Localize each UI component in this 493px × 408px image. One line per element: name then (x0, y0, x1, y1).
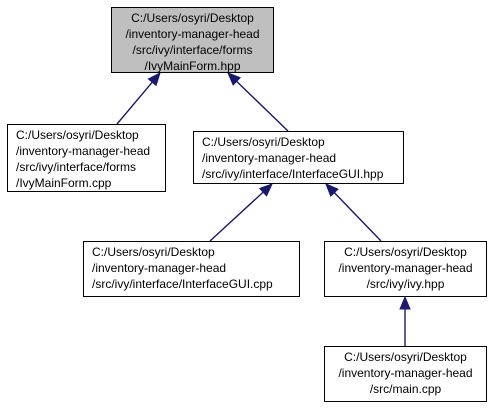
node-line: C:/Users/osyri/Desktop (92, 245, 215, 259)
node-line: /inventory-manager-head (125, 27, 260, 41)
node-line: C:/Users/osyri/Desktop (16, 128, 139, 142)
node-line: /src/main.cpp (369, 382, 442, 396)
node-ivy-hpp[interactable]: C:/Users/osyri/Desktop /inventory-manage… (324, 241, 487, 297)
node-ivymainform-hpp: C:/Users/osyri/Desktop /inventory-manage… (111, 7, 274, 73)
edge-ivymainform-cpp-to-ivymainform-hpp (116, 81, 153, 125)
node-line: C:/Users/osyri/Desktop (202, 135, 325, 149)
node-line: /src/ivy/interface/InterfaceGUI.cpp (92, 277, 273, 291)
node-line: C:/Users/osyri/Desktop (344, 350, 467, 364)
arrowhead-icon (147, 72, 161, 87)
node-line: /src/ivy/interface/forms (16, 160, 137, 174)
node-main-cpp[interactable]: C:/Users/osyri/Desktop /inventory-manage… (324, 346, 487, 402)
node-interfacegui-cpp[interactable]: C:/Users/osyri/Desktop /inventory-manage… (83, 241, 300, 297)
node-line: /inventory-manager-head (338, 261, 473, 275)
arrowhead-icon (227, 72, 241, 86)
node-line: /IvyMainForm.hpp (144, 59, 241, 73)
node-line: /inventory-manager-head (338, 366, 473, 380)
edge-ivy-hpp-to-interfacegui-hpp (333, 192, 382, 242)
arrowhead-icon (399, 295, 411, 310)
node-line: C:/Users/osyri/Desktop (131, 11, 254, 25)
node-line: /inventory-manager-head (202, 151, 337, 165)
arrowhead-icon (325, 183, 339, 197)
node-line: /src/ivy/interface/InterfaceGUI.hpp (202, 167, 384, 181)
node-line: C:/Users/osyri/Desktop (344, 245, 467, 259)
node-line: /inventory-manager-head (16, 144, 151, 158)
node-line: /IvyMainForm.cpp (16, 176, 112, 190)
edge-interfacegui-cpp-to-interfacegui-hpp (209, 191, 264, 242)
node-interfacegui-hpp[interactable]: C:/Users/osyri/Desktop /inventory-manage… (193, 131, 404, 184)
node-line: /src/ivy/ivy.hpp (366, 277, 445, 291)
node-ivymainform-cpp[interactable]: C:/Users/osyri/Desktop /inventory-manage… (7, 124, 166, 192)
node-line: /src/ivy/interface/forms (132, 43, 253, 57)
edge-interfacegui-hpp-to-ivymainform-hpp (236, 80, 289, 132)
arrowhead-icon (258, 183, 273, 197)
node-line: /inventory-manager-head (92, 261, 227, 275)
